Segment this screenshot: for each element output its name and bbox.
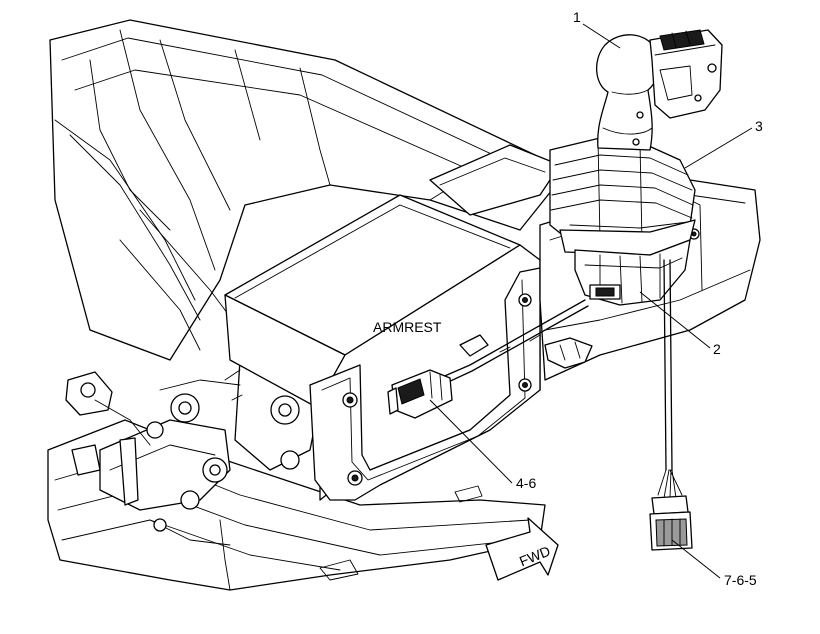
wiring-harness [439,259,683,499]
callout-7-6-5-label: 7-6-5 [724,572,757,588]
connector-4-6 [387,369,453,419]
armrest-label: ARMREST [373,319,442,335]
connector-7-6-5 [649,495,693,551]
callout-4-6-label: 4-6 [516,475,536,491]
callout-3-label: 3 [755,118,763,134]
seat-mechanism [65,349,321,546]
fwd-arrow: FWD [485,517,559,581]
callout-1-label: 1 [573,9,581,25]
callout-2: 2 [639,291,721,357]
joystick [549,29,723,306]
callout-3: 3 [684,118,763,169]
callout-4-6: 4-6 [429,399,536,491]
callout-2-label: 2 [713,341,721,357]
callout-1: 1 [573,9,621,49]
callout-7-6-5: 7-6-5 [671,539,757,588]
